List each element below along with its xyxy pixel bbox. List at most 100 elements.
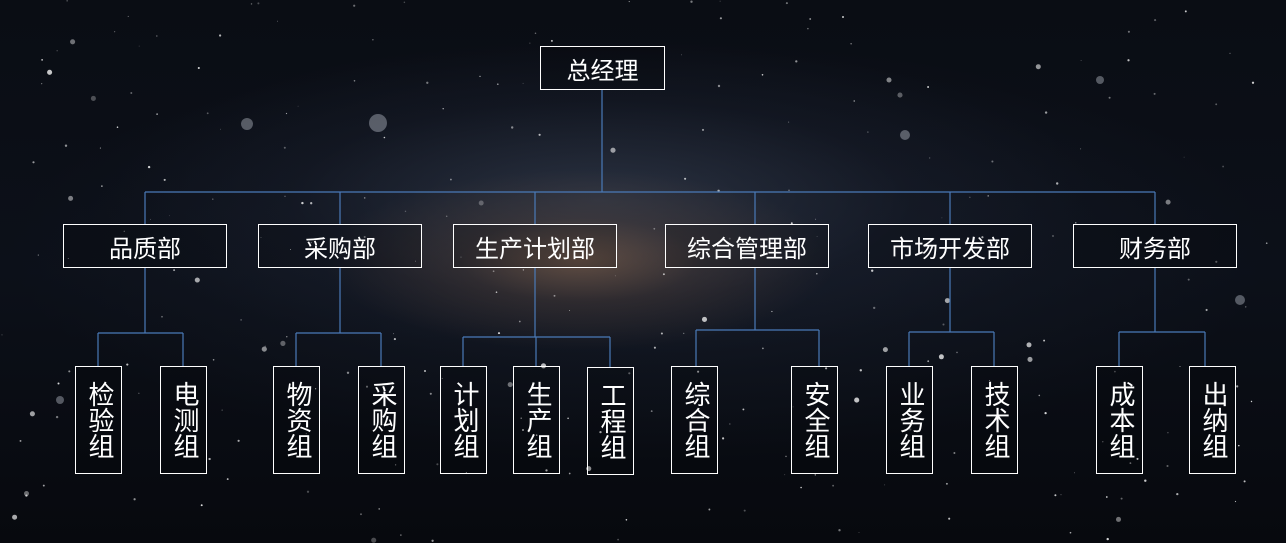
- star-dot: [941, 217, 943, 219]
- star-dot: [511, 126, 514, 129]
- star-dot: [1026, 342, 1032, 348]
- star-dot: [460, 256, 462, 258]
- star-dot: [1055, 182, 1059, 185]
- star-dot: [507, 382, 513, 388]
- star-dot: [1179, 365, 1181, 368]
- star-dot: [788, 121, 790, 123]
- star-dot: [56, 50, 58, 52]
- star-dot: [221, 409, 223, 411]
- star-dot: [286, 336, 288, 338]
- star-dot: [284, 195, 286, 197]
- star-dot: [90, 95, 96, 101]
- star-dot: [492, 270, 495, 273]
- star-dot: [953, 452, 956, 454]
- star-dot: [660, 332, 663, 335]
- group-node-inspection: 检验组: [75, 366, 122, 474]
- star-dot: [495, 291, 498, 294]
- star-dot: [23, 490, 30, 497]
- star-dot: [800, 486, 802, 489]
- star-dot: [393, 338, 396, 341]
- dept-node-production-planning: 生产计划部: [453, 224, 617, 268]
- star-dot: [927, 86, 930, 88]
- star-dot: [684, 177, 687, 180]
- star-dot: [383, 136, 386, 139]
- dept-node-purchasing: 采购部: [258, 224, 422, 268]
- star-dot: [1080, 148, 1082, 150]
- star-dot: [1245, 306, 1247, 308]
- star-dot: [854, 397, 860, 403]
- star-dot: [850, 43, 852, 45]
- star-dot: [371, 537, 377, 543]
- star-dot: [283, 146, 286, 149]
- star-dot: [404, 210, 407, 213]
- star-glow: [1096, 76, 1104, 84]
- star-dot: [479, 75, 481, 77]
- group-node-procurement: 采购组: [358, 366, 405, 474]
- star-dot: [717, 84, 721, 88]
- star-dot: [538, 133, 541, 136]
- star-dot: [138, 392, 140, 394]
- star-dot: [378, 508, 380, 510]
- star-dot: [57, 382, 60, 385]
- star-dot: [1144, 479, 1147, 482]
- star-dot: [41, 83, 43, 85]
- star-dot: [1054, 494, 1057, 497]
- star-dot: [257, 2, 260, 5]
- star-dot: [29, 411, 35, 417]
- star-dot: [155, 35, 158, 37]
- star-dot: [346, 371, 350, 374]
- star-dot: [882, 347, 888, 353]
- dept-node-market-development: 市场开发部: [868, 224, 1032, 268]
- star-dot: [363, 197, 366, 199]
- star-dot: [683, 332, 685, 335]
- star-dot: [708, 508, 711, 511]
- star-dot: [147, 165, 151, 169]
- star-dot: [945, 482, 948, 485]
- group-node-business: 业务组: [886, 366, 933, 474]
- star-dot: [1215, 103, 1218, 106]
- star-dot: [680, 54, 683, 56]
- star-dot: [1044, 411, 1047, 415]
- star-dot: [1038, 394, 1041, 397]
- star-dot: [208, 457, 211, 461]
- star-dot: [400, 534, 402, 536]
- star-dot: [719, 0, 721, 2]
- star-dot: [815, 218, 817, 220]
- star-dot: [529, 42, 531, 44]
- star-dot: [938, 354, 944, 360]
- star-dot: [1250, 400, 1253, 403]
- star-dot: [1052, 235, 1054, 237]
- star-dot: [353, 80, 356, 82]
- star-dot: [785, 455, 787, 458]
- star-dot: [305, 433, 307, 435]
- star-dot: [867, 131, 869, 133]
- star-dot: [1080, 60, 1082, 62]
- star-dot: [306, 490, 310, 493]
- star-dot: [784, 474, 786, 476]
- star-dot: [545, 469, 548, 472]
- star-dot: [816, 272, 818, 275]
- star-dot: [942, 323, 945, 326]
- star-dot: [297, 105, 299, 107]
- star-dot: [788, 189, 790, 191]
- star-dot: [832, 484, 835, 487]
- star-dot: [163, 178, 166, 181]
- star-dot: [873, 306, 876, 310]
- star-dot: [522, 269, 525, 271]
- star-dot: [729, 423, 731, 425]
- star-dot: [842, 16, 844, 18]
- star-dot: [395, 464, 397, 466]
- star-dot: [553, 294, 556, 297]
- star-dot: [133, 498, 136, 501]
- root-node: 总经理: [540, 46, 665, 90]
- star-dot: [535, 434, 538, 436]
- star-dot: [285, 112, 288, 115]
- star-dot: [853, 100, 855, 102]
- star-dot: [550, 39, 553, 42]
- star-dot: [429, 392, 432, 395]
- star-dot: [886, 77, 892, 83]
- star-dot: [617, 538, 619, 541]
- star-dot: [650, 410, 653, 413]
- star-dot: [807, 27, 809, 30]
- star-dot: [1167, 431, 1169, 434]
